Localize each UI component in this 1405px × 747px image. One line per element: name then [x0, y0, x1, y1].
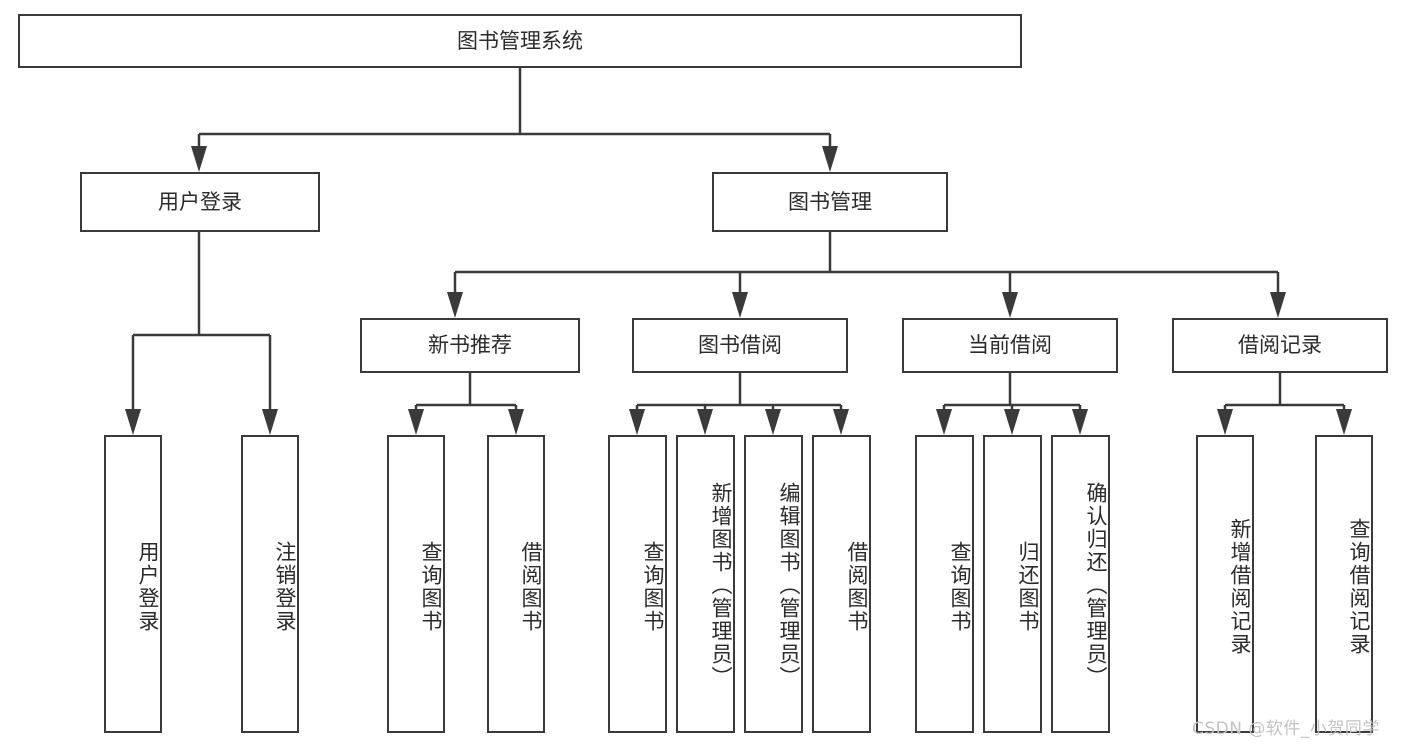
leaf-node-leaf-query-book-rec: 查询图书: [387, 435, 445, 733]
leaf-node-leaf-query-book-current: 查询图书: [915, 435, 974, 733]
arrow-add-book: [697, 405, 713, 435]
arrow-borrow-book: [833, 405, 849, 435]
arrow-confirm-return: [1072, 405, 1088, 435]
arrow-query-book-borrow: [629, 405, 645, 435]
leaf-node-leaf-add-borrow-record: 新增借阅记录: [1196, 435, 1254, 733]
submodule-node-borrow-record: 借阅记录: [1172, 318, 1388, 373]
leaf-node-leaf-query-borrow-record: 查询借阅记录: [1315, 435, 1373, 733]
arrow-borrow-book-rec: [508, 405, 524, 435]
submodule-node-new-book-recommend: 新书推荐: [360, 318, 580, 373]
root-node-root: 图书管理系统: [18, 14, 1022, 68]
arrow-borrow-record: [1270, 272, 1286, 318]
leaf-node-leaf-user-login: 用户登录: [104, 435, 162, 733]
leaf-node-leaf-edit-book: 编辑图书（管理员）: [744, 435, 803, 733]
leaf-node-leaf-add-book: 新增图书（管理员）: [676, 435, 735, 733]
arrow-query-borrow-record: [1336, 405, 1352, 435]
leaf-node-leaf-return-book: 归还图书: [983, 435, 1042, 733]
leaf-node-leaf-user-logout: 注销登录: [241, 435, 299, 733]
arrow-return-book: [1004, 405, 1020, 435]
module-node-user-login: 用户登录: [80, 172, 320, 232]
arrow-new-book-recommend: [447, 272, 463, 318]
arrow-query-book-rec: [408, 405, 424, 435]
arrow-add-borrow-record: [1217, 405, 1233, 435]
submodule-node-current-borrow: 当前借阅: [902, 318, 1118, 373]
submodule-node-book-borrow: 图书借阅: [632, 318, 848, 373]
arrow-edit-book: [765, 405, 781, 435]
arrow-leaf-user-login: [125, 335, 141, 435]
arrow-book-borrow: [732, 272, 748, 318]
module-node-book-manage: 图书管理: [712, 172, 948, 232]
arrow-leaf-user-logout: [262, 335, 278, 435]
arrow-user-login: [191, 134, 207, 172]
csdn-watermark: CSDN @软件_小贺同学: [1192, 719, 1380, 739]
leaf-node-leaf-borrow-book: 借阅图书: [812, 435, 871, 733]
arrow-current-borrow: [1002, 272, 1018, 318]
leaf-node-leaf-confirm-return: 确认归还（管理员）: [1051, 435, 1110, 733]
leaf-node-leaf-query-book-borrow: 查询图书: [608, 435, 667, 733]
leaf-node-leaf-borrow-book-rec: 借阅图书: [487, 435, 545, 733]
arrow-query-book-current: [936, 405, 952, 435]
arrow-book-manage: [822, 134, 838, 172]
